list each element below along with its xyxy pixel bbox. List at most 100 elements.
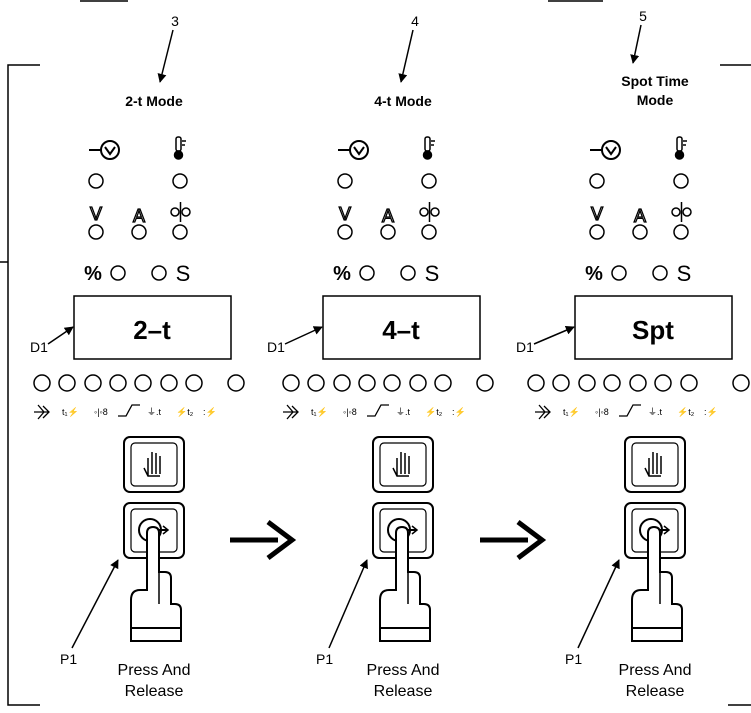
percent-icon: % [333, 263, 351, 285]
preflow-icon: t₁⚡ [311, 406, 328, 418]
spot-time-icon: ⏚.t [648, 407, 663, 417]
spot-icon: ◦|◦8 [343, 407, 357, 417]
wire-feed-icon [419, 202, 440, 222]
led-amps [131, 224, 147, 240]
led-volts [589, 224, 605, 240]
function-led-row [527, 374, 750, 392]
pressing-hand-icon [631, 525, 683, 642]
run-in-icon [619, 404, 641, 417]
amps-icon: A [634, 206, 646, 226]
run-in-icon [118, 404, 140, 417]
led-percent [611, 265, 627, 281]
led-temperature [673, 173, 689, 189]
hand-icon [392, 452, 410, 477]
percent-icon: % [84, 263, 102, 285]
thermometer-icon [422, 136, 435, 160]
purge-icon [535, 404, 551, 420]
mode-title: 2-t Mode [125, 93, 183, 109]
hand-button[interactable] [372, 436, 434, 493]
caption-line-2: Release [374, 683, 433, 700]
amps-icon: A [382, 206, 394, 226]
display-value: 4–t [382, 315, 420, 345]
panel-2t-mode: 3 2-t Mode V A % S 2–t D1 [30, 13, 245, 700]
display-d1 [73, 295, 232, 360]
led-seconds [400, 265, 416, 281]
led-seconds [151, 265, 167, 281]
spot-time-icon: ⏚.t [396, 407, 411, 417]
display-label: D1 [516, 339, 534, 355]
led-gas [337, 173, 353, 189]
pressing-hand-icon [379, 525, 431, 642]
spot-icon: ◦|◦8 [595, 407, 609, 417]
function-led-row [282, 374, 494, 392]
mode-title: 4-t Mode [374, 93, 432, 109]
led-amps [632, 224, 648, 240]
thermometer-icon [674, 136, 687, 160]
postflow-icon: ⚡t₂ [425, 406, 443, 418]
flow-arrow-2 [480, 520, 547, 560]
postflow-icon: ⚡t₂ [176, 406, 194, 418]
led-percent [359, 265, 375, 281]
wire-feed-icon [170, 202, 191, 222]
seconds-icon: S [176, 261, 191, 286]
burnback-icon: :⚡ [704, 406, 718, 418]
gas-feed-icon [338, 140, 369, 160]
panel-4t-mode: 4 4-t Mode V A % S 4–t D1 [267, 13, 494, 700]
led-gas [88, 173, 104, 189]
function-icon-row: t₁⚡ ◦|◦8 ⏚.t ⚡t₂ :⚡ [535, 404, 718, 420]
caption-line-1: Press And [367, 662, 440, 679]
flow-arrow-1 [230, 520, 297, 560]
led-wire-speed [421, 224, 437, 240]
led-amps [380, 224, 396, 240]
led-percent [110, 265, 126, 281]
callout-number: 3 [171, 13, 179, 29]
hand-icon [644, 452, 662, 477]
display-d1 [322, 295, 481, 360]
led-wire-speed [673, 224, 689, 240]
hand-icon [143, 452, 161, 477]
spot-icon: ◦|◦8 [94, 407, 108, 417]
spot-time-icon: ⏚.t [147, 407, 162, 417]
gas-feed-icon [89, 140, 120, 160]
hand-button[interactable] [624, 436, 686, 493]
percent-icon: % [585, 263, 603, 285]
gas-feed-icon [590, 140, 621, 160]
function-icon-row: t₁⚡ ◦|◦8 ⏚.t ⚡t₂ :⚡ [283, 404, 466, 420]
caption-line-1: Press And [619, 662, 692, 679]
seconds-icon: S [425, 261, 440, 286]
display-d1 [574, 295, 733, 360]
purge-icon [283, 404, 299, 420]
burnback-icon: :⚡ [452, 406, 466, 418]
callout-number: 4 [411, 13, 419, 29]
hand-button[interactable] [123, 436, 185, 493]
function-led-row [33, 374, 245, 392]
display-label: D1 [30, 339, 48, 355]
mode-title-line-1: Spot Time [621, 73, 689, 89]
button-label: P1 [316, 651, 333, 667]
seconds-icon: S [677, 261, 692, 286]
button-label: P1 [565, 651, 582, 667]
button-label: P1 [60, 651, 77, 667]
wire-feed-icon [671, 202, 692, 222]
caption-line-2: Release [626, 683, 685, 700]
purge-icon [34, 404, 50, 420]
function-icon-row: t₁⚡ ◦|◦8 ⏚.t ⚡t₂ :⚡ [34, 404, 217, 420]
caption-line-2: Release [125, 683, 184, 700]
preflow-icon: t₁⚡ [62, 406, 79, 418]
display-value: 2–t [133, 315, 171, 345]
led-temperature [172, 173, 188, 189]
display-value: Spt [632, 315, 674, 345]
caption-line-1: Press And [118, 662, 191, 679]
display-label: D1 [267, 339, 285, 355]
led-temperature [421, 173, 437, 189]
panel-spot-time-mode: 5 Spot Time Mode V A % S Spt D1 [516, 8, 750, 700]
postflow-icon: ⚡t₂ [677, 406, 695, 418]
preflow-icon: t₁⚡ [563, 406, 580, 418]
led-volts [337, 224, 353, 240]
led-wire-speed [172, 224, 188, 240]
mode-title-line-2: Mode [637, 92, 674, 108]
volts-icon: V [90, 204, 102, 224]
led-seconds [652, 265, 668, 281]
